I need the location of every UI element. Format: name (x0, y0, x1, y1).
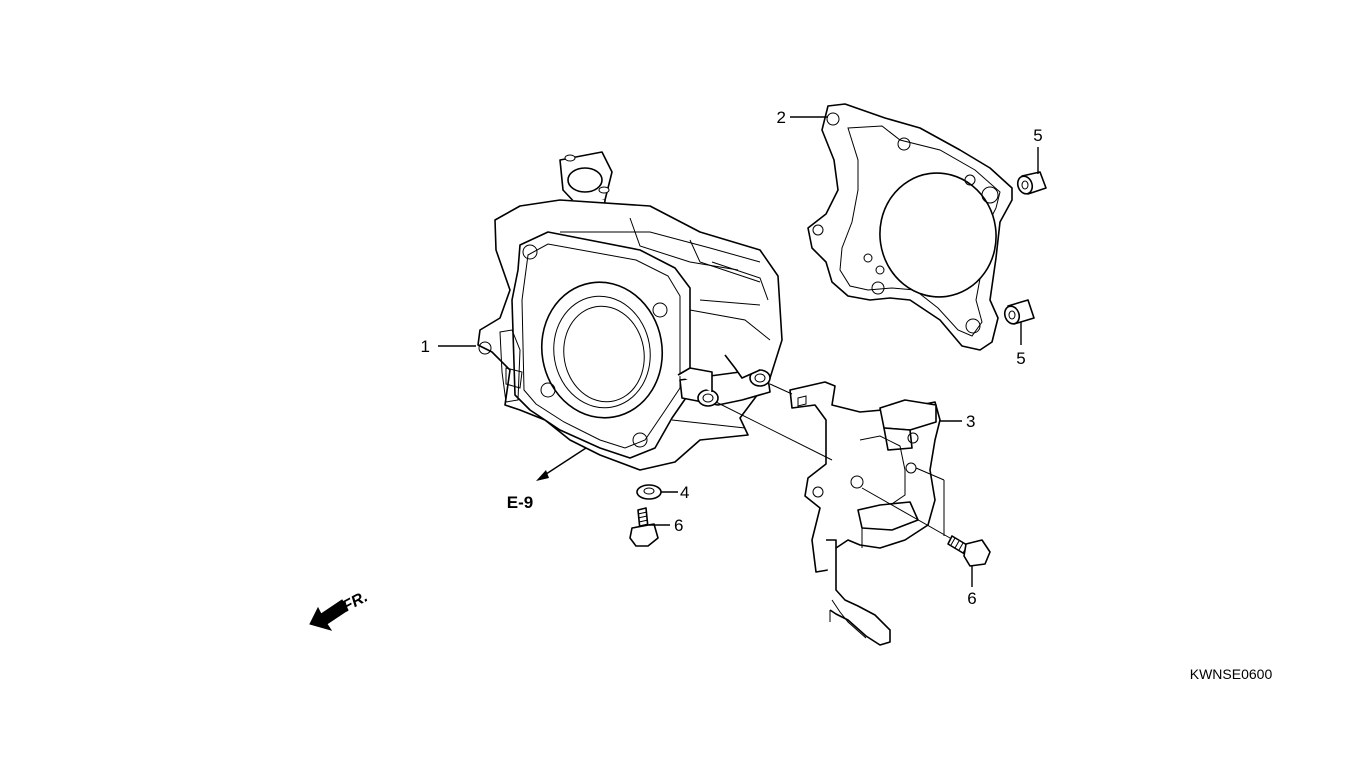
callout-5-lower: 5 (1016, 349, 1025, 368)
cylinder-part (477, 151, 783, 471)
front-indicator: FR. (309, 588, 371, 631)
dowel-pin-lower (1003, 299, 1035, 325)
callout-3: 3 (966, 412, 975, 431)
callout-5-upper: 5 (1033, 126, 1042, 145)
washer-part (636, 484, 662, 500)
callout-2: 2 (777, 108, 786, 127)
callout-6-right: 6 (967, 589, 976, 608)
callout-4: 4 (680, 483, 689, 502)
bolt-part-left (629, 507, 659, 547)
arrow-down-left-icon (309, 599, 349, 631)
bracket-part (789, 381, 941, 646)
callout-1: 1 (421, 337, 430, 356)
dowel-pin-upper (1016, 171, 1047, 195)
section-reference: E-9 (507, 493, 533, 512)
drawing-code: KWNSE0600 (1190, 666, 1273, 682)
leader-lines (438, 116, 1039, 587)
gasket-part (807, 103, 1013, 351)
bolt-part-right (947, 535, 991, 567)
callout-6-left: 6 (674, 516, 683, 535)
